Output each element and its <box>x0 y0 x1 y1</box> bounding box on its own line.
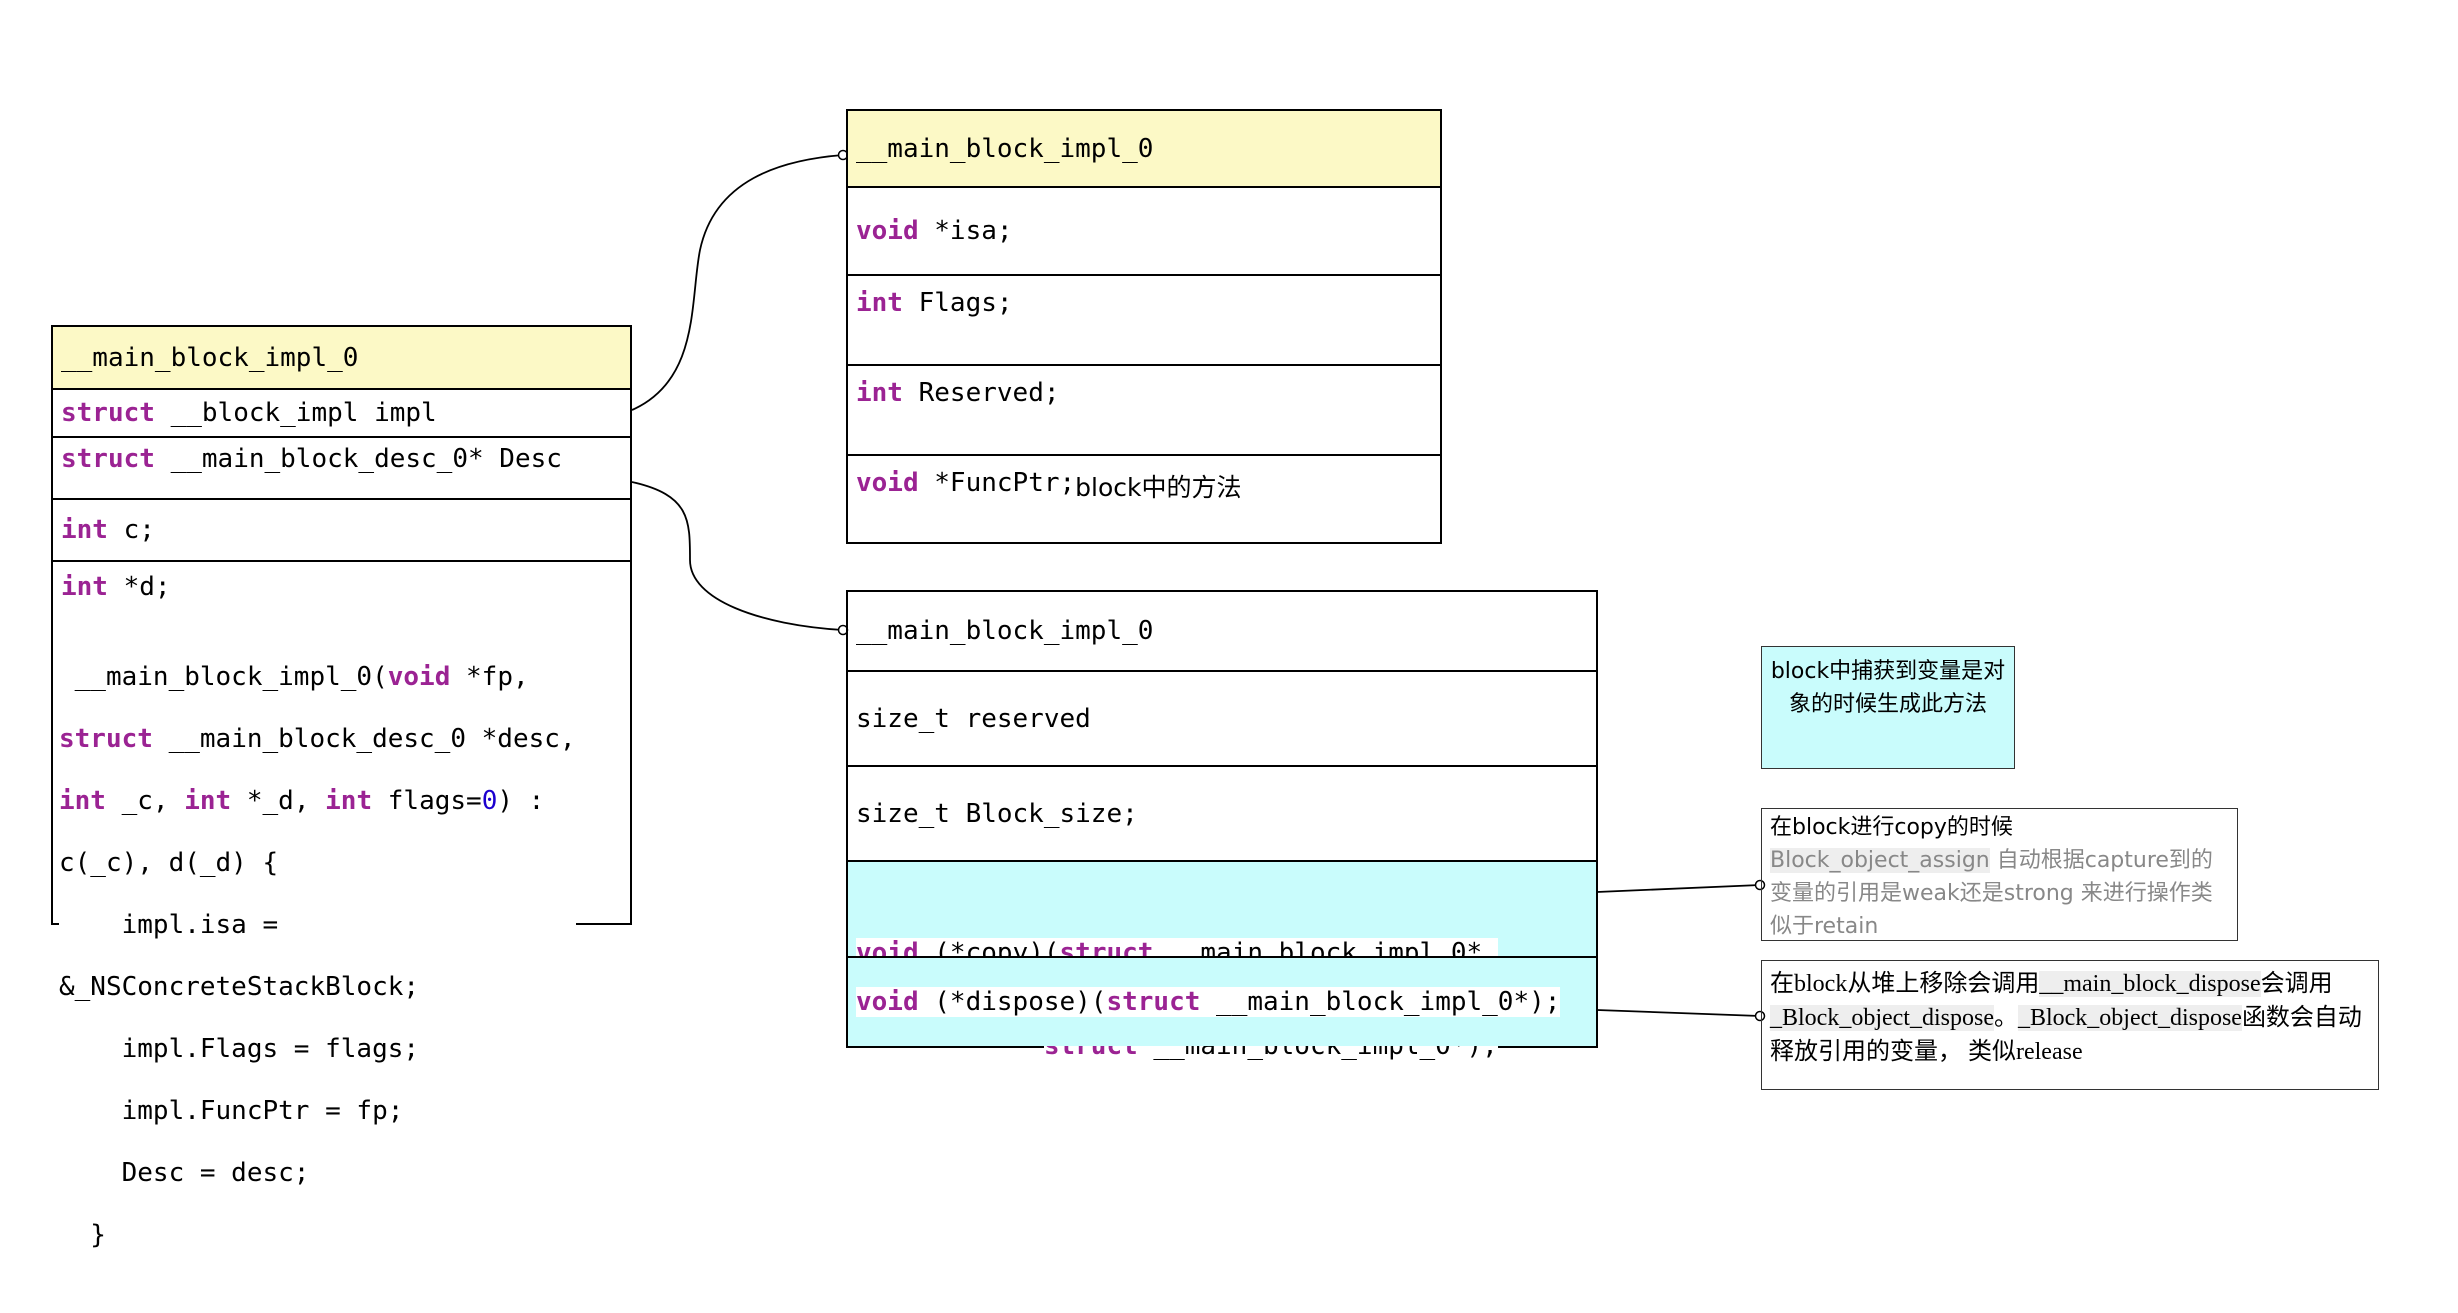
kw: int <box>59 786 106 816</box>
t: *_d, <box>231 786 326 816</box>
t: *fp, <box>450 662 529 692</box>
ctor-line: impl.isa = <box>59 910 279 940</box>
copy-note: 在block进行copy的时候 Block_object_assign 自动根据… <box>1761 808 2238 941</box>
t: ) : <box>497 786 545 816</box>
field-text: Reserved; <box>902 378 1060 408</box>
desc-title-text: __main_block_impl_0 <box>856 616 1154 646</box>
connector-copy-end <box>1754 879 1766 891</box>
desc-copy-field: void (*copy)(struct __main_block_impl_0*… <box>848 860 1596 1061</box>
left-constructor-code: __main_block_impl_0(void *fp, struct __m… <box>59 631 576 1313</box>
field-text: size_t Block_size; <box>856 798 1138 829</box>
t: __main_block_impl_0*); <box>1200 987 1561 1017</box>
desc-dispose-field: void (*dispose)(struct __main_block_impl… <box>848 956 1596 1046</box>
field-text: *isa; <box>918 216 1013 246</box>
ctor-line: impl.Flags = flags; <box>59 1034 420 1064</box>
connector-desc <box>631 481 844 631</box>
impl-isa-field: void *isa; <box>848 186 1440 274</box>
fn: _Block_object_dispose <box>2017 1005 2242 1031</box>
copy-note-desc: 自动根据capture到的变量的引用是weak还是strong 来进行操作类似于… <box>1770 848 2213 939</box>
field-text: Flags; <box>902 288 1013 318</box>
ctor-line: c(_c), d(_d) { <box>59 848 279 878</box>
left-struct-title: __main_block_impl_0 <box>53 327 630 388</box>
dispose-note: 在block从堆上移除会调用__main_block_dispose会调用 _Bl… <box>1761 960 2379 1090</box>
field-text: __main_block_desc_0* Desc <box>154 444 562 474</box>
left-struct-title-text: __main_block_impl_0 <box>61 342 359 373</box>
connector-impl <box>631 154 844 411</box>
copy-note-fn: Block_object_assign <box>1770 848 1990 873</box>
impl-title-text: __main_block_impl_0 <box>856 133 1154 164</box>
ctor-line: int _c, int *_d, int flags=0) : <box>59 786 576 817</box>
left-d-field: int *d; <box>53 560 630 620</box>
impl-reserved-field: int Reserved; <box>848 364 1440 454</box>
t: (*dispose)( <box>918 987 1107 1017</box>
kw: int <box>856 378 903 408</box>
kw: int <box>61 572 108 602</box>
kw: struct <box>1106 987 1201 1017</box>
kw: void <box>856 987 919 1017</box>
kw: int <box>61 515 108 545</box>
left-desc-field: struct __main_block_desc_0* Desc <box>53 436 630 498</box>
connector-lines <box>631 149 1766 1022</box>
impl-struct-box: __main_block_impl_0 void *isa; int Flags… <box>846 109 1442 544</box>
impl-flags-field: int Flags; <box>848 274 1440 364</box>
field-text: __block_impl impl <box>154 398 437 428</box>
ctor-line: impl.FuncPtr = fp; <box>59 1096 404 1126</box>
t: 会调用 <box>2260 971 2333 997</box>
t: __main_block_impl_0( <box>59 662 388 692</box>
copy-note-title: 在block进行copy的时候 <box>1770 815 2013 840</box>
connector-dispose-note <box>1596 1009 1761 1017</box>
ctor-line: Desc = desc; <box>59 1158 310 1188</box>
left-impl-field: struct __block_impl impl <box>53 388 630 436</box>
desc-struct-title: __main_block_impl_0 <box>848 592 1596 670</box>
capture-note: block中捕获到变量是对象的时候生成此方法 <box>1761 646 2015 769</box>
left-struct-box: __main_block_impl_0 struct __block_impl … <box>51 325 632 1313</box>
kw: void <box>856 216 919 246</box>
fn: __main_block_dispose <box>2039 971 2261 997</box>
ctor-line: } <box>59 1220 106 1250</box>
desc-struct-box: __main_block_impl_0 size_t reserved size… <box>846 590 1598 1061</box>
desc-block-size-field: size_t Block_size; <box>848 765 1596 860</box>
t: __main_block_desc_0 *desc, <box>152 724 576 754</box>
impl-struct-title: __main_block_impl_0 <box>848 111 1440 186</box>
desc-reserved-field: size_t reserved <box>848 670 1596 765</box>
hl: void (*dispose)(struct __main_block_impl… <box>856 987 1561 1017</box>
capture-note-text: block中捕获到变量是对象的时候生成此方法 <box>1770 659 2006 717</box>
field-text: size_t reserved <box>856 703 1091 734</box>
fn: _Block_object_dispose <box>1770 1005 1994 1031</box>
kw: struct <box>59 724 153 754</box>
left-c-field: int c; <box>53 498 630 560</box>
field-text: *FuncPtr; <box>918 468 1076 498</box>
kw: void <box>856 468 919 498</box>
copy-note-body: Block_object_assign 自动根据capture到的变量的引用是w… <box>1770 844 2229 943</box>
kw: int <box>856 288 903 318</box>
num: 0 <box>481 786 498 816</box>
field-text: c; <box>107 515 155 545</box>
kw: struct <box>61 398 155 428</box>
ctor-line: struct __main_block_desc_0 *desc, <box>59 724 576 755</box>
kw: int <box>184 786 232 816</box>
funcptr-note: block中的方法 <box>1075 473 1242 502</box>
ctor-line: __main_block_impl_0(void *fp, <box>59 662 576 693</box>
kw: struct <box>61 444 155 474</box>
kw: void <box>387 662 451 692</box>
t: 。 <box>1993 1005 2018 1031</box>
field-text: *d; <box>107 572 171 602</box>
kw: int <box>325 786 373 816</box>
t: 在block从堆上移除会调用 <box>1770 971 2040 997</box>
ctor-line: &_NSConcreteStackBlock; <box>59 972 420 1002</box>
connector-copy-note <box>1596 884 1761 893</box>
t: flags= <box>372 786 482 816</box>
t: _c, <box>105 786 185 816</box>
impl-funcptr-field: void *FuncPtr;block中的方法 <box>848 454 1440 542</box>
connector-dispose-end <box>1754 1010 1766 1022</box>
t: 函数会自动释放引用的变量， 类似release <box>1770 1005 2362 1065</box>
